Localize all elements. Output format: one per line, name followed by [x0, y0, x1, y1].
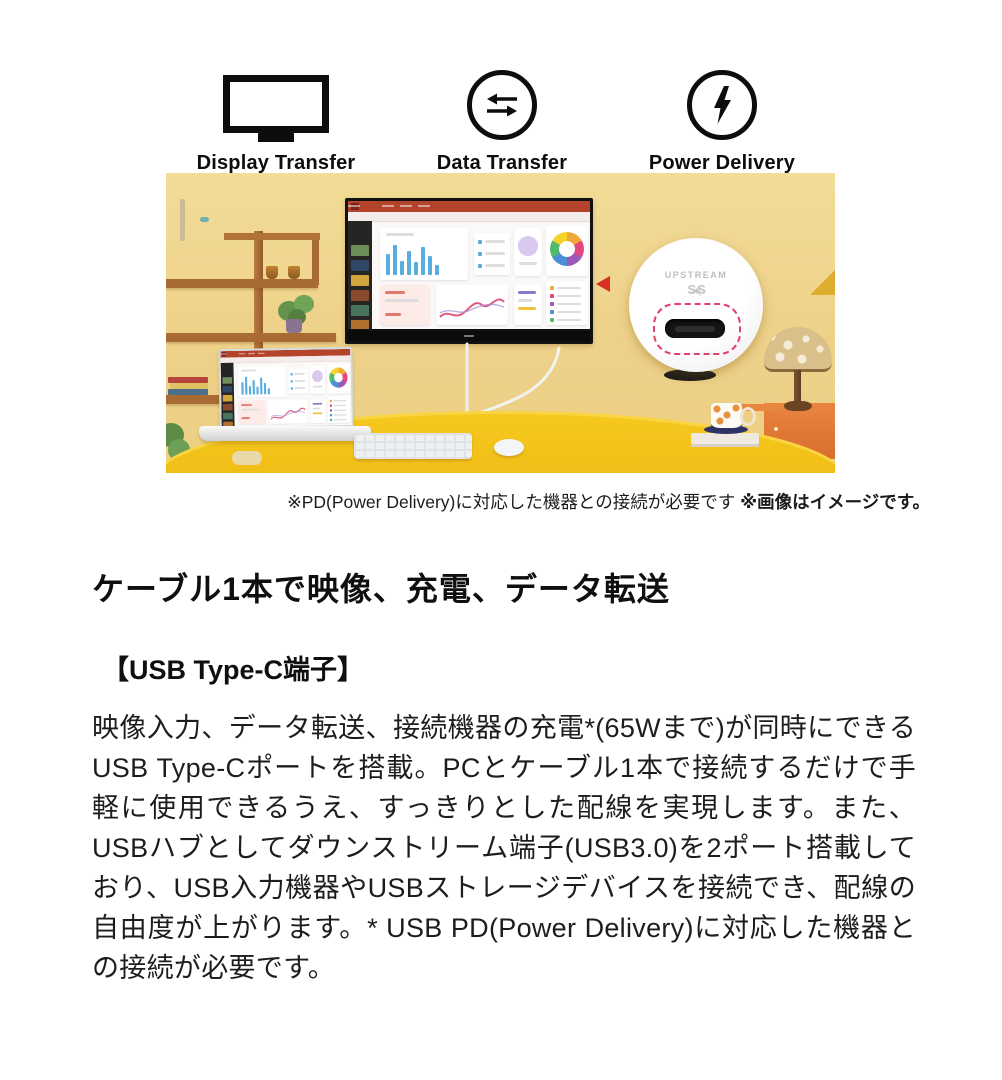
section-heading: ケーブル1本で映像、充電、データ転送 — [92, 571, 670, 607]
superspeed-label: SS — [687, 282, 707, 297]
feature-label: Data Transfer — [436, 152, 568, 174]
laptop — [218, 346, 354, 430]
feature-label: Display Transfer — [196, 152, 356, 174]
port-highlight-outline — [653, 303, 741, 355]
transfer-arrows-icon — [467, 70, 537, 140]
monitor-icon — [166, 64, 386, 142]
feature-display-transfer: Display Transfer — [166, 64, 386, 175]
upstream-label: UPSTREAM — [664, 270, 728, 280]
cup — [711, 403, 742, 432]
caption-note-image: ※画像はイメージです。 — [740, 492, 930, 512]
body-paragraph: 映像入力、データ転送、接続機器の充電*(65Wまで)が同時にできるUSB Typ… — [92, 713, 916, 983]
feature-data-transfer: Data Transfer — [392, 64, 612, 175]
notebook — [691, 433, 759, 444]
lamp — [764, 327, 832, 372]
usb-port-inset: UPSTREAM SS — [629, 238, 763, 372]
laptop-screen — [220, 348, 352, 428]
mouse — [494, 439, 524, 456]
feature-power-delivery: Power Delivery — [612, 64, 832, 175]
decor-triangle — [810, 270, 835, 295]
usb-c-port — [665, 319, 725, 338]
pointer-triangle-icon — [596, 276, 610, 292]
shelf-board — [166, 279, 318, 288]
caption-note-pd: ※PD(Power Delivery)に対応した機器との接続が必要です — [287, 492, 736, 512]
caption: ※PD(Power Delivery)に対応した機器との接続が必要です ※画像は… — [0, 489, 930, 514]
monitor — [345, 198, 593, 344]
section-subheading: 【USB Type-C端子】 — [102, 655, 365, 685]
keyboard — [354, 433, 472, 459]
shelf-board — [166, 333, 336, 342]
monitor-screen — [348, 201, 590, 329]
feature-label: Power Delivery — [648, 152, 796, 174]
lightning-icon — [687, 70, 757, 140]
promo-image: UPSTREAM SS — [166, 173, 835, 473]
shelf-post — [254, 231, 263, 417]
